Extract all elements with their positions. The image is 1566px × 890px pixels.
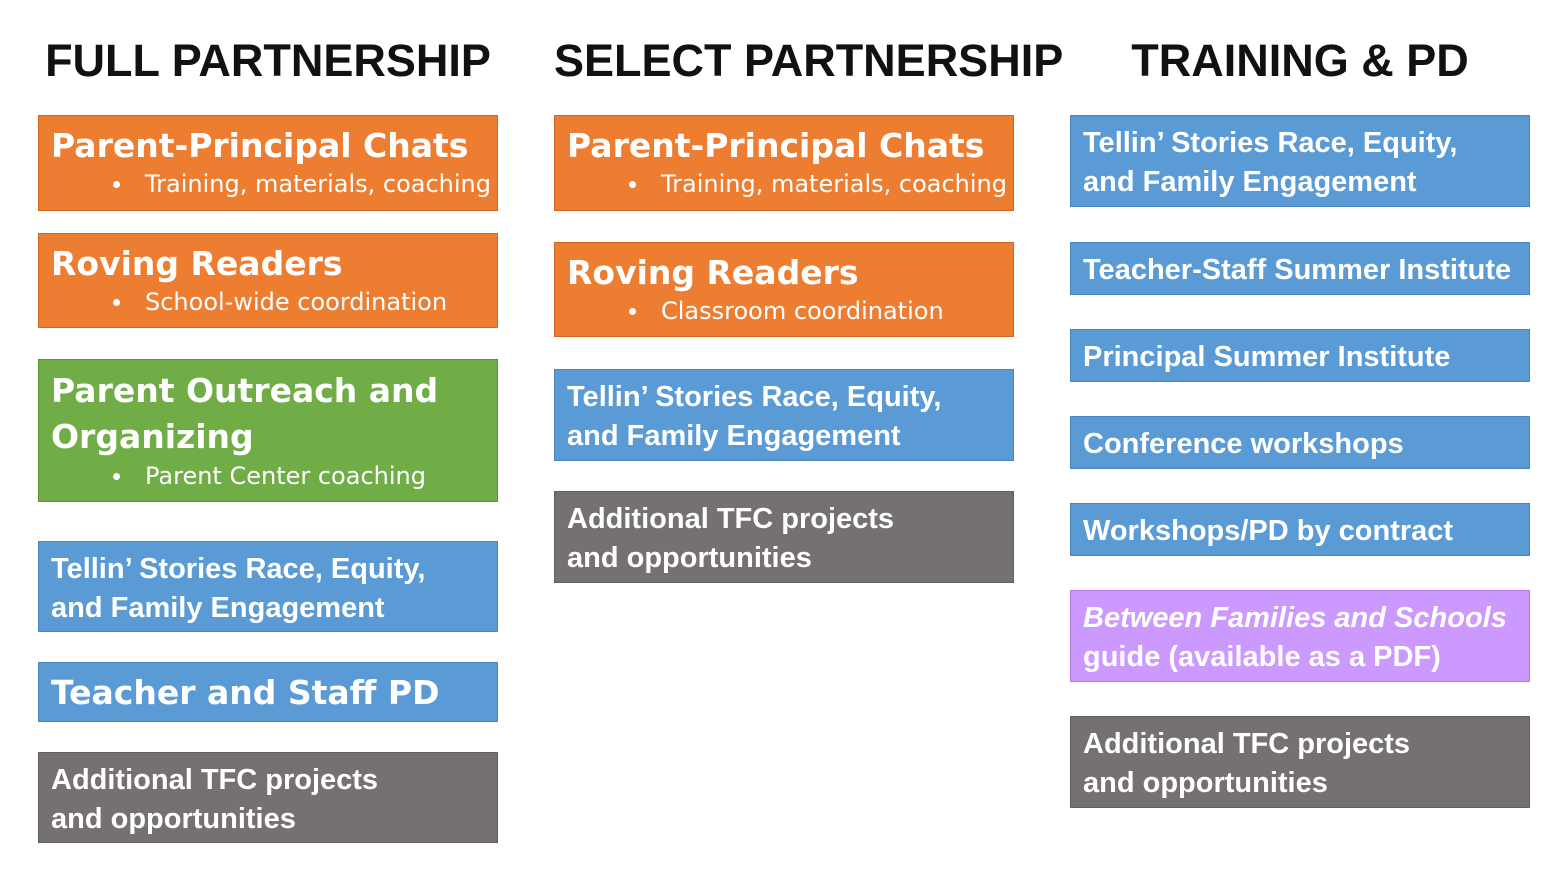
box-title-line: Organizing bbox=[51, 417, 254, 456]
column-title-select-partnership: SELECT PARTNERSHIP bbox=[554, 35, 1064, 86]
box-title-line: Parent Outreach and bbox=[51, 371, 439, 410]
box-title: Conference workshops bbox=[1083, 428, 1404, 460]
bullet-dot bbox=[629, 181, 636, 188]
training-workshops-contract-box: Workshops/PD by contract bbox=[1070, 503, 1530, 556]
training-principal-summer-box: Principal Summer Institute bbox=[1070, 329, 1530, 382]
box-title: Teacher-Staff Summer Institute bbox=[1083, 254, 1512, 286]
box-title: Tellin’ Stories Race, Equity, and Family… bbox=[51, 553, 426, 624]
bullet-dot bbox=[629, 308, 636, 315]
column-title-full-partnership: FULL PARTNERSHIP bbox=[45, 35, 491, 86]
box-bullet: Parent Center coaching bbox=[51, 460, 485, 492]
full-parent-principal-chats-box: Parent-Principal Chats Training, materia… bbox=[38, 115, 498, 211]
select-roving-readers-box: Roving Readers Classroom coordination bbox=[554, 242, 1014, 337]
full-teacher-staff-pd-box: Teacher and Staff PD bbox=[38, 662, 498, 722]
select-parent-principal-chats-box: Parent-Principal Chats Training, materia… bbox=[554, 115, 1014, 211]
box-bullet: Training, materials, coaching bbox=[567, 168, 1007, 200]
box-title: Principal Summer Institute bbox=[1083, 341, 1451, 373]
box-title: Additional TFC projects and opportunitie… bbox=[51, 764, 379, 835]
bullet-dot bbox=[113, 473, 120, 480]
bullet-dot bbox=[113, 299, 120, 306]
box-title: Teacher and Staff PD bbox=[51, 673, 440, 712]
box-title: Tellin’ Stories Race, Equity, and Family… bbox=[1083, 127, 1458, 206]
training-tellin-stories-box: Tellin’ Stories Race, Equity, and Family… bbox=[1070, 115, 1530, 207]
column-title-training-pd: TRAINING & PD bbox=[1131, 35, 1469, 86]
full-tellin-stories-box: Tellin’ Stories Race, Equity, and Family… bbox=[38, 541, 498, 632]
box-title: Parent-Principal Chats bbox=[567, 126, 985, 165]
training-between-families-guide-box: Between Families and Schools guide (avai… bbox=[1070, 590, 1530, 682]
full-additional-tfc-box: Additional TFC projects and opportunitie… bbox=[38, 752, 498, 843]
box-bullet: Training, materials, coaching bbox=[51, 168, 491, 200]
box-title: Workshops/PD by contract bbox=[1083, 515, 1454, 547]
box-title: Additional TFC projects and opportunitie… bbox=[1083, 728, 1411, 799]
box-title: Additional TFC projects and opportunitie… bbox=[567, 503, 895, 574]
box-title-italic: Between Families and Schools bbox=[1083, 602, 1507, 634]
box-bullet: Classroom coordination bbox=[567, 295, 1001, 327]
full-parent-outreach-box: Parent Outreach and Organizing Parent Ce… bbox=[38, 359, 498, 502]
training-additional-tfc-box: Additional TFC projects and opportunitie… bbox=[1070, 716, 1530, 808]
box-bullet: School-wide coordination bbox=[51, 286, 485, 318]
box-title: Roving Readers bbox=[567, 253, 859, 292]
select-tellin-stories-box: Tellin’ Stories Race, Equity, and Family… bbox=[554, 369, 1014, 461]
box-title: Tellin’ Stories Race, Equity, and Family… bbox=[567, 381, 942, 460]
full-roving-readers-box: Roving Readers School-wide coordination bbox=[38, 233, 498, 328]
training-teacher-staff-summer-box: Teacher-Staff Summer Institute bbox=[1070, 242, 1530, 295]
box-title: Roving Readers bbox=[51, 244, 343, 283]
bullet-dot bbox=[113, 181, 120, 188]
box-title: Parent-Principal Chats bbox=[51, 126, 469, 165]
select-additional-tfc-box: Additional TFC projects and opportunitie… bbox=[554, 491, 1014, 583]
box-title-rest: guide (available as a PDF) bbox=[1083, 641, 1441, 673]
training-conference-workshops-box: Conference workshops bbox=[1070, 416, 1530, 469]
